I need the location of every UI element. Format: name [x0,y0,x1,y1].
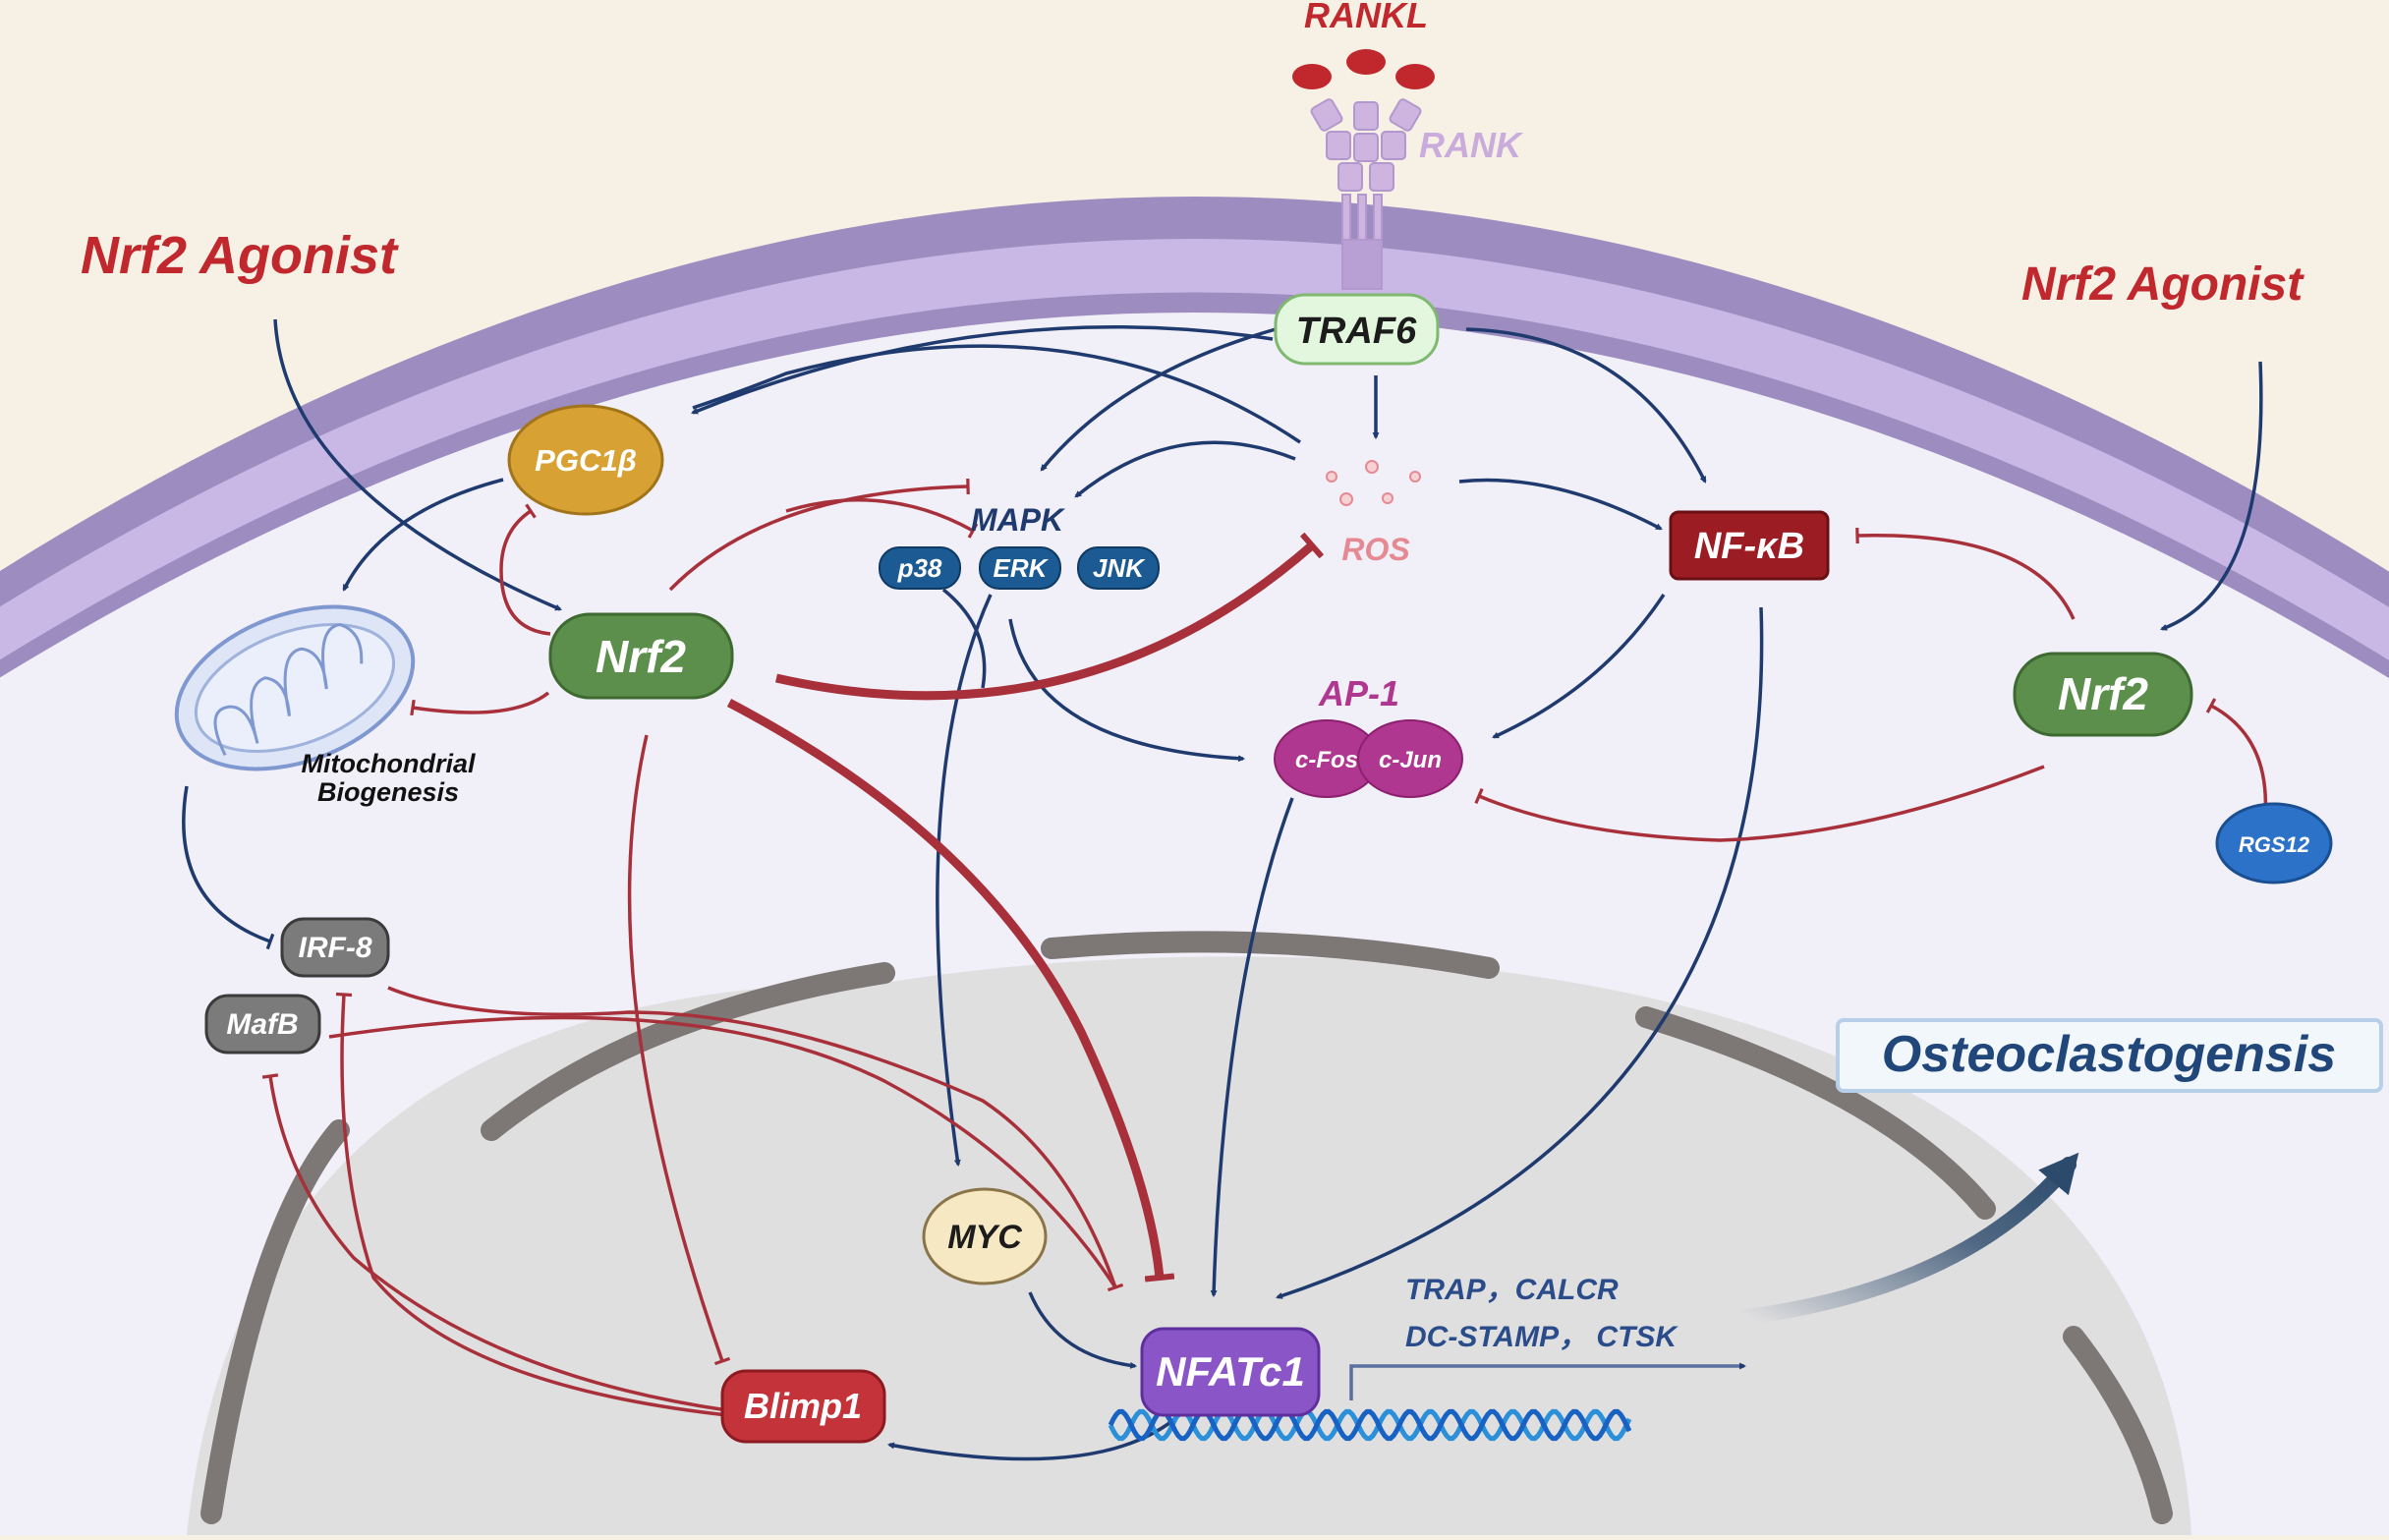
nrf2-agonist-right-label: Nrf2 Agonist [2021,258,2304,311]
nuclear-envelope-segment [200,1119,350,1524]
edge-agonist-to-nrf2 [273,318,562,611]
dna-strand [1108,1408,1632,1442]
nrf2-left-node: Nrf2 [548,612,734,700]
nucleoplasm [187,956,2191,1535]
erk-node: ERK [979,546,1061,590]
mapk-label: MAPK [971,502,1066,538]
edge-nrf2-inhibits-nfkb [1855,527,2076,620]
outcome-label: Osteoclastogensis [1882,1026,2336,1083]
nuclear-envelope-segment [1635,1006,1996,1220]
traf6-label: TRAF6 [1296,311,1417,352]
rank-label: RANK [1419,125,1524,165]
nrf2-agonist-left-label: Nrf2 Agonist [81,226,399,285]
ros-particles [1326,460,1421,506]
rankl-molecule [1395,64,1435,89]
edge-rgs12-inhibits-nrf2 [2205,698,2268,817]
jnk-label: JNK [1093,553,1146,583]
edge-mito-inhibits-irf8 [182,785,275,950]
edge-nfkb-to-ap1 [1492,594,1666,739]
edge-blimp1-inhibits-mafb [261,1073,728,1412]
erk-label: ERK [994,553,1050,583]
nuclear-envelope-segment [2063,1326,2173,1524]
myc-node: MYC [922,1187,1048,1285]
target-genes-line2: DC-STAMP， CTSK [1405,1321,1678,1353]
edge-p38-branch [941,588,987,689]
osteoclastogenesis-arrow [1739,1152,2079,1325]
rankl-molecule [1346,49,1386,75]
nuclear-envelope-segment [1041,931,1500,979]
mito-label-line1: Mitochondrial [302,749,476,778]
activation-edges [182,318,2263,1461]
nucleus [187,931,2191,1535]
edge-nrf2-inhibits-nfatc1 [726,699,1175,1283]
ros-label: ROS [1341,532,1410,567]
myc-label: MYC [947,1219,1022,1256]
cjun-label: c-Jun [1379,747,1442,773]
pgc1b-label: PGC1β [535,443,637,478]
outcome-box: Osteoclastogensis [1836,1018,2383,1093]
edge-nrf2-inhibits-p38 [668,478,970,592]
strong-inhibition-edges [726,532,1325,1283]
edge-nrf2-inhibits-mito [410,691,550,716]
nfatc1-label: NFATc1 [1156,1348,1305,1395]
edge-irf8-inhibits-nfatc1 [387,986,1124,1292]
edge-mapk-to-myc [936,594,993,1168]
edge-nfkb-to-nfatc1 [1276,606,1764,1299]
edge-nrf2-inhibits-ap1 [1474,765,2045,842]
edge-ros-to-mapk [1074,440,1296,498]
edge-nrf2-inhibits-mapk [785,498,979,539]
p38-node: p38 [879,546,961,590]
irf8-label: IRF-8 [299,932,372,964]
mitochondrion-icon [174,604,416,771]
edge-pgc1b-to-mito [342,478,504,592]
nrf2-right-node: Nrf2 [2013,652,2193,737]
nuclear-envelope-segment [481,962,895,1141]
nrf2-right-label: Nrf2 [2058,668,2148,719]
edge-nrf2-inhibits-pgc1b [499,503,551,636]
inhibition-edges [261,478,2268,1417]
traf6-node: TRAF6 [1274,293,1440,366]
rgs12-node: RGS12 [2215,802,2333,884]
edge-traf6-to-nfkb [1465,327,1707,484]
edge-nfatc1-to-target-genes [1349,1362,1747,1400]
edge-nrf2-inhibits-ros [775,532,1325,701]
ap1-label: AP-1 [1318,673,1399,713]
edge-mafb-inhibits-nfatc1 [328,1015,1117,1288]
target-genes-line1: TRAP，CALCR [1405,1274,1619,1306]
irf8-node: IRF-8 [280,917,390,978]
mafb-node: MafB [204,994,321,1055]
nfkb-node: NF-κB [1669,510,1830,581]
p38-label: p38 [897,553,942,583]
cfos-label: c-Fos [1295,747,1358,773]
rgs12-label: RGS12 [2239,832,2310,857]
edge-nrf2-inhibits-blimp1 [627,734,731,1366]
dna-helix [1108,1408,1632,1442]
edge-mapk-to-ap1 [1008,618,1246,763]
mafb-label: MafB [226,1008,298,1041]
blimp1-node: Blimp1 [720,1369,886,1444]
mito-label-line2: Biogenesis [317,777,459,807]
cfos-node: c-Fos [1274,719,1380,798]
rank-receptor: RANK [1310,98,1524,290]
pgc1b-node: PGC1β [507,404,664,516]
jnk-node: JNK [1077,546,1160,590]
edge-ros-to-pgc1b [692,344,1301,444]
edge-traf6-to-mapk [1040,327,1277,472]
rankl-label: RANKL [1304,0,1428,35]
edge-myc-to-nfatc1 [1028,1291,1138,1369]
edge-agonist-to-nrf2-right [2160,361,2263,631]
rankl-molecule [1292,64,1332,89]
blimp1-label: Blimp1 [744,1386,862,1426]
edge-ap1-to-nfatc1 [1210,797,1294,1298]
nfkb-label: NF-κB [1694,526,1804,567]
nfatc1-node: NFATc1 [1140,1327,1321,1417]
edge-traf6-to-pgc1b [691,324,1274,415]
edge-blimp1-inhibits-irf8 [335,992,728,1417]
cjun-node: c-Jun [1357,719,1463,798]
nrf2-left-label: Nrf2 [596,631,686,682]
edge-ros-to-nfkb [1458,478,1663,531]
rankl-ligand: RANKL [1292,0,1435,89]
